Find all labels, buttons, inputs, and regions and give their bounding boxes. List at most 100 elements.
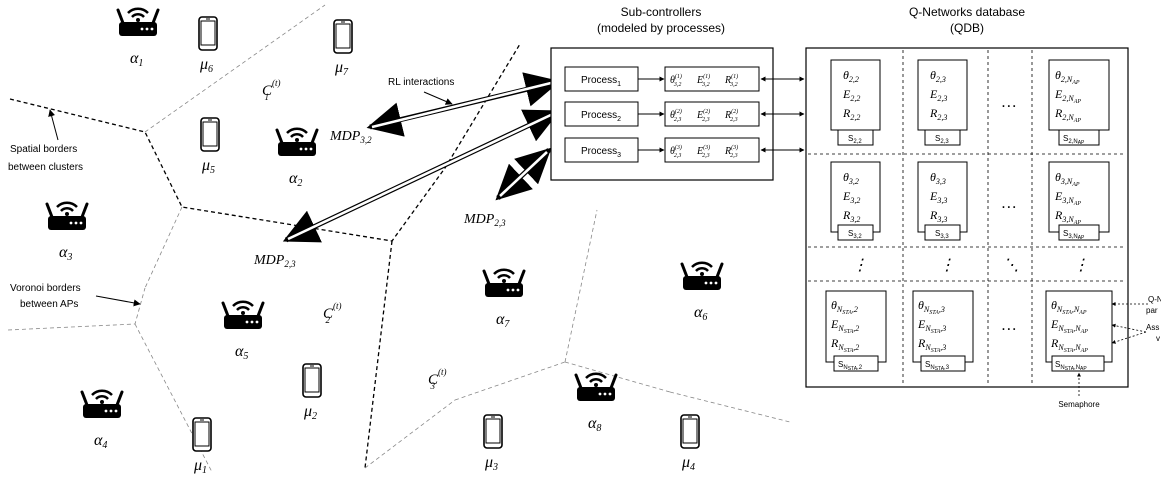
svg-text:α7: α7 — [496, 311, 510, 330]
svg-text:E2,2: E2,2 — [842, 87, 860, 103]
qdb-ellipsis-row2: … — [1002, 195, 1016, 212]
sta-mu-1: μ1 — [192, 417, 212, 476]
process-3-box — [564, 137, 639, 163]
sta-mu-3: μ3 — [483, 414, 503, 473]
svg-text:Spatial borders: Spatial borders — [10, 144, 77, 155]
rl-arrow-mdp23-right — [495, 147, 552, 201]
process-row-3: Process3 θ(3)2,3 E(3)2,3 R(3)2,3 — [564, 137, 760, 163]
qdb-cell-2-nap: θ2,NAP E2,NAP R2,NAP S2,NAP — [1048, 59, 1110, 146]
sta-mu-7: μ7 — [333, 19, 353, 78]
svg-text:θNSTA,3: θNSTA,3 — [918, 298, 945, 316]
svg-text:α4: α4 — [94, 432, 107, 451]
svg-text:RNSTA,3: RNSTA,3 — [917, 336, 946, 354]
rl-interactions-label: RL interactions — [388, 77, 454, 88]
process-qdb-links — [760, 76, 805, 153]
qdb-cell-3-nap: θ3,NAP E3,NAP R3,NAP S3,NAP — [1048, 161, 1110, 241]
svg-text:(modeled by processes): (modeled by processes) — [597, 21, 725, 35]
ap-alpha-5: α5 — [221, 300, 265, 362]
svg-text:Semaphore: Semaphore — [1058, 400, 1100, 409]
svg-text:E2,NAP: E2,NAP — [1054, 87, 1081, 105]
svg-text:S2,NAP: S2,NAP — [1063, 134, 1085, 146]
svg-text:Ass: Ass — [1146, 323, 1159, 332]
svg-text:α5: α5 — [235, 343, 248, 362]
rl-arrow-mdp32 — [366, 72, 561, 137]
qdb-ellipsis-row3: … — [1002, 317, 1016, 334]
svg-text:between clusters: between clusters — [8, 162, 83, 173]
process-2-params — [664, 101, 760, 127]
svg-text:SNSTA,3: SNSTA,3 — [925, 360, 950, 372]
svg-text:μ4: μ4 — [681, 454, 695, 473]
svg-text:θNSTA,NAP: θNSTA,NAP — [1051, 298, 1087, 316]
svg-text:⋮: ⋮ — [1073, 257, 1089, 274]
svg-text:⋮: ⋮ — [852, 257, 868, 274]
svg-text:S3,3: S3,3 — [935, 229, 949, 240]
svg-text:θ2,NAP: θ2,NAP — [1055, 68, 1080, 86]
svg-text:θ2,3: θ2,3 — [930, 68, 946, 84]
svg-text:μ5: μ5 — [201, 157, 215, 176]
svg-text:μ3: μ3 — [484, 454, 498, 473]
svg-text:R2,3: R2,3 — [929, 106, 947, 122]
svg-text:E3,NAP: E3,NAP — [1054, 189, 1081, 207]
svg-text:Sub-controllers: Sub-controllers — [621, 5, 702, 19]
svg-text:μ6: μ6 — [199, 56, 213, 75]
svg-text:θ(2)2,3: θ(2)2,3 — [670, 108, 682, 123]
svg-text:RNSTA,2: RNSTA,2 — [830, 336, 859, 354]
svg-text:θNSTA,2: θNSTA,2 — [831, 298, 858, 316]
svg-text:ENSTA,3: ENSTA,3 — [917, 317, 946, 335]
svg-text:between APs: between APs — [20, 299, 78, 310]
svg-text:R3,NAP: R3,NAP — [1054, 208, 1081, 226]
svg-text:S3,2: S3,2 — [848, 229, 862, 240]
qdb-cell-nsta-nap: θNSTA,NAP ENSTA,NAP RNSTA,NAP SNSTA,NAP — [1045, 290, 1113, 372]
subcontrollers-title: Sub-controllers (modeled by processes) — [597, 5, 725, 35]
semaphore-annotation: Semaphore — [1058, 372, 1100, 409]
svg-text:θ2,2: θ2,2 — [843, 68, 859, 84]
ap-alpha-8: α8 — [574, 372, 618, 434]
mdp-3-2-label: MDP3,2 — [329, 129, 372, 145]
svg-text:R2,NAP: R2,NAP — [1054, 106, 1081, 124]
svg-text:α2: α2 — [289, 170, 302, 189]
mdp-2-3-label-left: MDP2,3 — [253, 253, 296, 269]
svg-text:S2,2: S2,2 — [848, 134, 862, 145]
svg-text:R3,3: R3,3 — [929, 208, 947, 224]
svg-text:α1: α1 — [130, 50, 143, 69]
svg-text:Q-N: Q-N — [1148, 295, 1161, 304]
ap-alpha-1: α1 — [116, 7, 160, 69]
qdb-grid-lines — [808, 50, 1126, 385]
svg-text:E(1)3,2: E(1)3,2 — [696, 73, 710, 88]
svg-text:R3,2: R3,2 — [842, 208, 860, 224]
voronoi-borders — [7, 4, 791, 473]
svg-text:ENSTA,2: ENSTA,2 — [830, 317, 859, 335]
sta-mu-6: μ6 — [198, 16, 218, 75]
cluster-c2: C(t)2 — [323, 301, 342, 325]
svg-text:⋱: ⋱ — [1003, 257, 1019, 274]
qdb-vertical-ellipses: ⋮ ⋮ ⋱ ⋮ — [852, 257, 1089, 274]
svg-text:(QDB): (QDB) — [950, 21, 984, 35]
voronoi-borders-annotation: Voronoi borders between APs — [10, 283, 141, 310]
mdp-2-3-label-right: MDP2,3 — [463, 212, 506, 228]
svg-text:μ7: μ7 — [334, 59, 349, 78]
svg-text:R(2)2,3: R(2)2,3 — [724, 108, 738, 123]
qdb-cell-3-2: θ3,2 E3,2 R3,2 S3,2 — [830, 161, 881, 241]
qnet-params-annotation: Q-N par — [1111, 295, 1161, 315]
process-row-2: Process2 θ(2)2,3 E(2)2,3 R(2)2,3 — [564, 101, 760, 127]
spatial-borders-annotation: Spatial borders between clusters — [8, 109, 83, 173]
svg-text:θ3,2: θ3,2 — [843, 170, 859, 186]
rl-interactions-arrow — [423, 91, 453, 105]
svg-text:α6: α6 — [694, 304, 707, 323]
svg-text:SNSTA,NAP: SNSTA,NAP — [1055, 360, 1087, 372]
svg-text:Process2: Process2 — [581, 110, 621, 123]
ap-alpha-7: α7 — [482, 268, 526, 330]
svg-text:E3,3: E3,3 — [929, 189, 947, 205]
sta-mu-5: μ5 — [200, 117, 220, 176]
svg-text:Process1: Process1 — [581, 75, 621, 88]
svg-text:μ1: μ1 — [193, 457, 207, 476]
cluster-c3: C(t)3 — [428, 367, 447, 391]
svg-text:E3,2: E3,2 — [842, 189, 860, 205]
ap-alpha-2: α2 — [275, 127, 319, 189]
svg-text:E2,3: E2,3 — [929, 87, 947, 103]
svg-text:α3: α3 — [59, 244, 72, 263]
qdb-cell-2-3: θ2,3 E2,3 R2,3 S2,3 — [917, 59, 968, 146]
process-2-box — [564, 101, 639, 127]
qdb-cell-nsta-3: θNSTA,3 ENSTA,3 RNSTA,3 SNSTA,3 — [912, 290, 974, 372]
